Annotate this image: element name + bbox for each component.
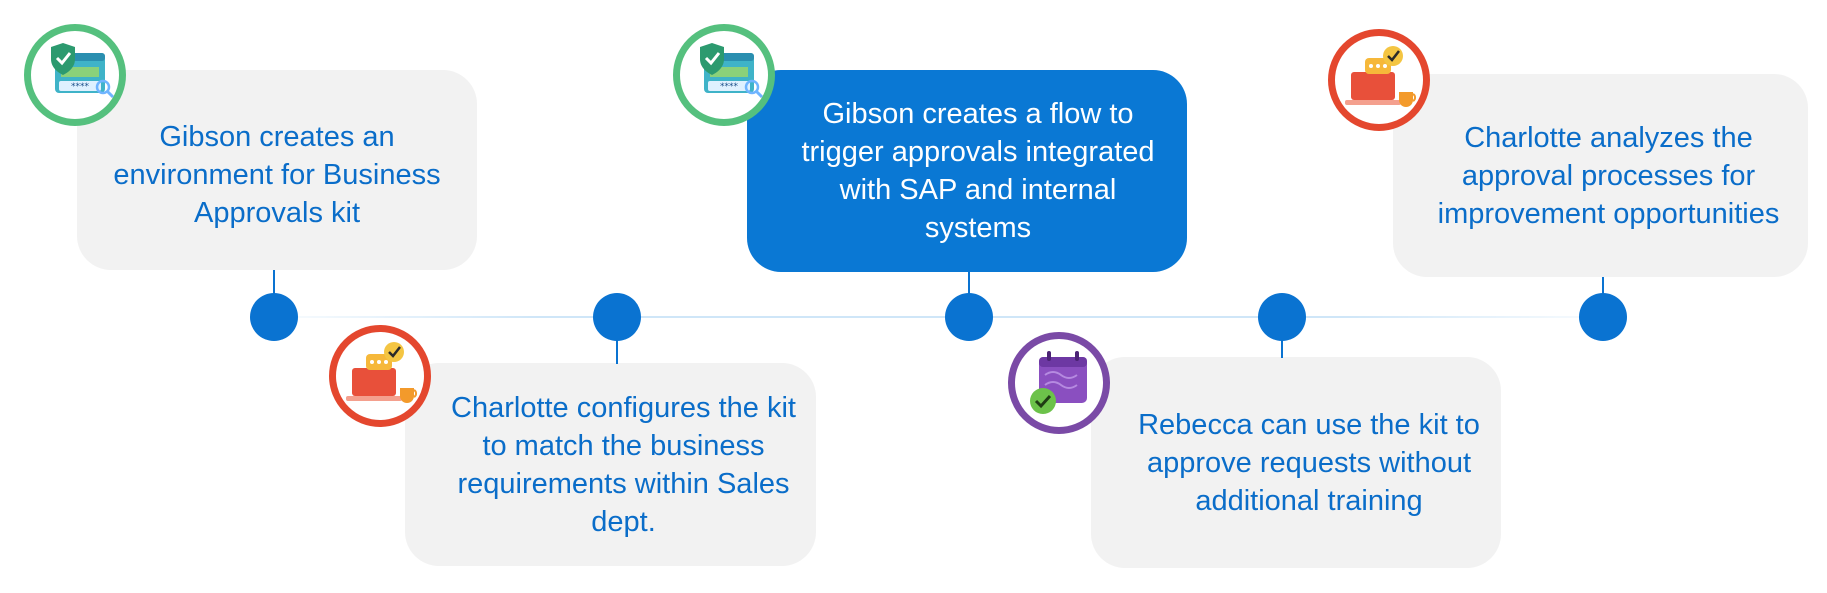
step-1-text: Gibson creates an environment for Busine… [113,121,441,229]
svg-text:****: **** [720,82,739,92]
step-3-card: Gibson creates a flow to trigger approva… [747,70,1187,272]
step-2-connector [616,330,618,364]
step-2-dot [593,293,641,341]
step-1-connector [273,270,275,300]
step-5-badge [1328,29,1430,131]
secure-environment-icon: **** [700,43,764,99]
calendar-check-icon [1030,351,1087,414]
step-4-connector [1281,330,1283,358]
step-3-connector [968,272,970,300]
step-4-text: Rebecca can use the kit to approve reque… [1138,408,1480,517]
laptop-chat-icon [1345,46,1417,107]
step-3-badge: **** [673,24,775,126]
step-1-badge: **** [24,24,126,126]
step-3-text: Gibson creates a flow to trigger approva… [801,98,1155,244]
step-5-connector [1602,277,1604,299]
step-5-dot [1579,293,1627,341]
step-5-card: Charlotte analyzes the approval processe… [1393,74,1808,277]
step-1-dot [250,293,298,341]
step-4-card: Rebecca can use the kit to approve reque… [1091,357,1501,568]
step-2-card: Charlotte configures the kit to match th… [405,363,816,566]
step-3-dot [945,293,993,341]
step-5-text: Charlotte analyzes the approval processe… [1437,121,1780,230]
secure-environment-icon: **** [51,43,115,99]
svg-text:****: **** [71,82,90,92]
step-2-badge [329,325,431,427]
step-2-text: Charlotte configures the kit to match th… [451,391,796,538]
step-4-badge [1008,332,1110,434]
step-4-dot [1258,293,1306,341]
step-1-card: Gibson creates an environment for Busine… [77,70,477,270]
laptop-chat-icon [346,342,418,403]
timeline-line [270,316,1610,318]
